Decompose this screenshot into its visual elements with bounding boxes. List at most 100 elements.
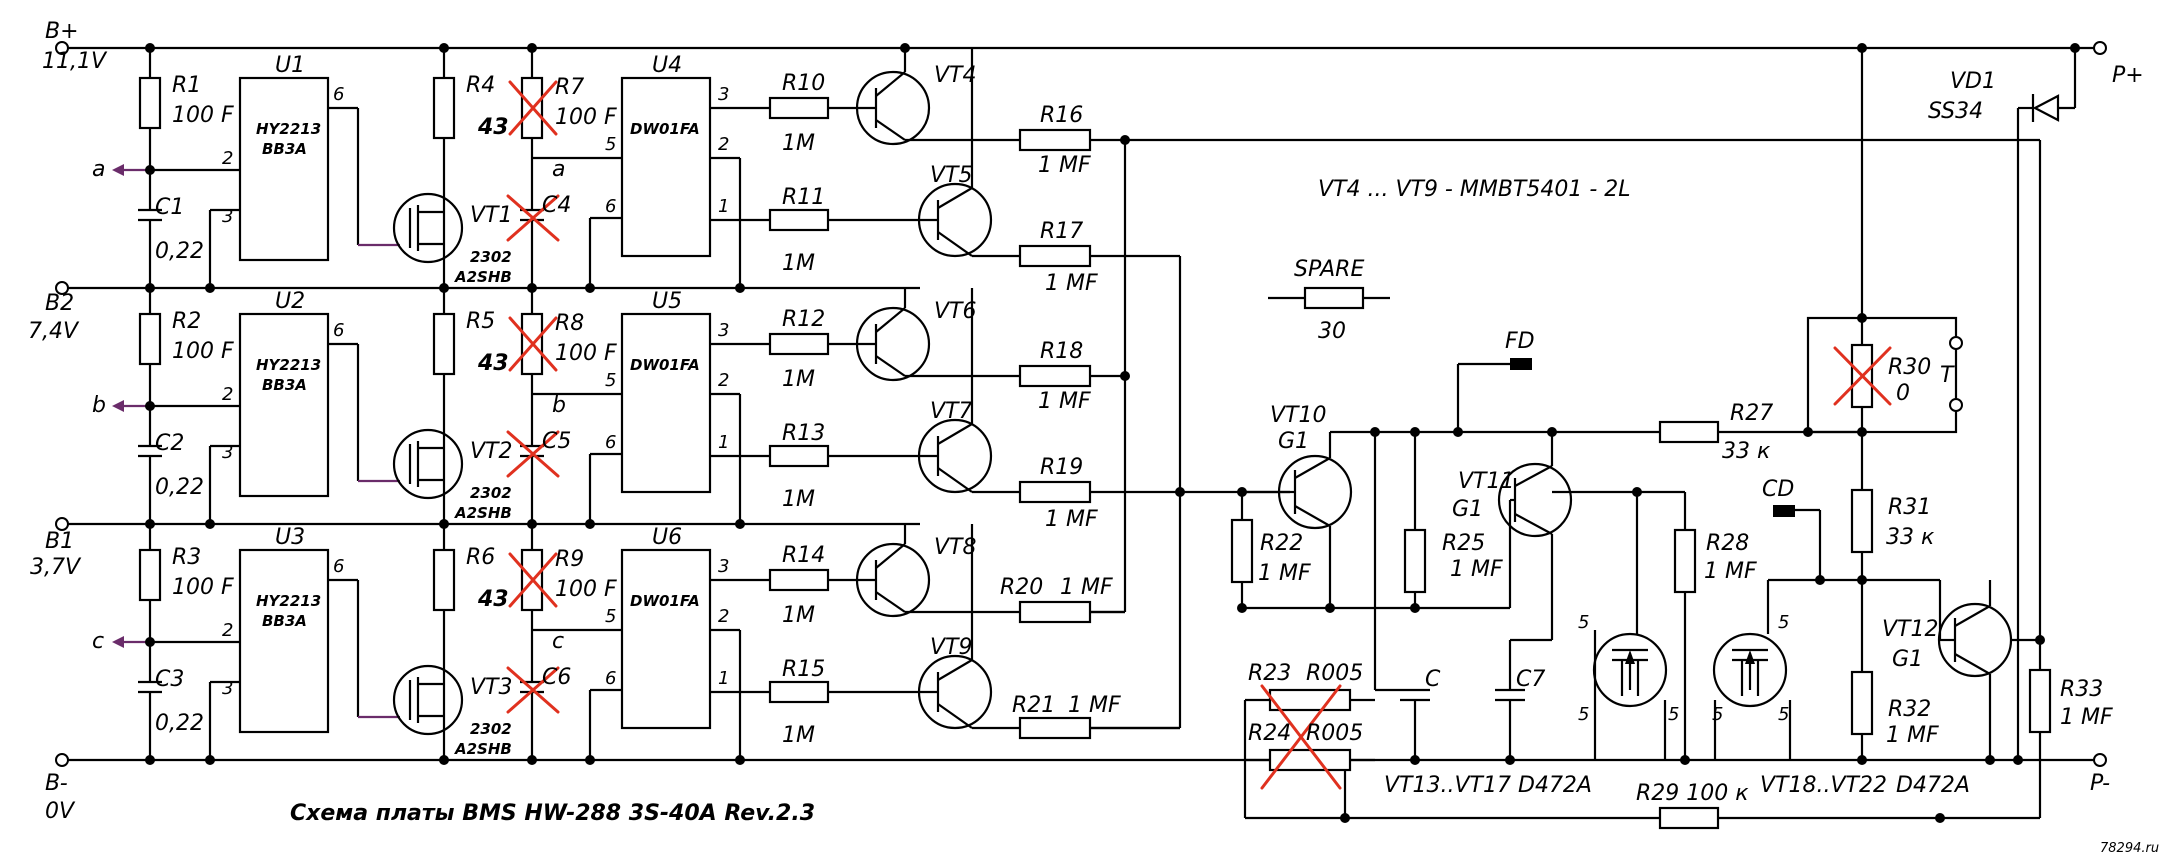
g1-pin5-b: 5 [1578, 704, 1589, 725]
u4-label: U4 [652, 53, 682, 78]
r5-value: 43 [477, 351, 509, 376]
r17-label: R17 [1040, 219, 1083, 244]
watermark: 78294.ru [2100, 841, 2159, 856]
u2-pin2: 2 [222, 384, 233, 405]
g1-pin5-c: 5 [1668, 704, 1679, 725]
r21-label: R21 [1012, 693, 1055, 718]
r5-label: R5 [466, 309, 495, 334]
vt11-label: VT11 [1458, 469, 1514, 494]
r23-value: R005 [1306, 661, 1363, 686]
r12-value: 1M [782, 367, 815, 392]
r4-label: R4 [466, 73, 495, 98]
r21-value: 1 MF [1068, 693, 1121, 718]
c3-label: C3 [155, 667, 184, 692]
u5-pin5: 5 [605, 370, 616, 391]
r9-value: 100 F [555, 577, 617, 602]
vt12-label: VT12 [1882, 617, 1938, 642]
u3-pin6: 6 [333, 556, 344, 577]
u3-pin3: 3 [222, 678, 233, 699]
r19-value: 1 MF [1045, 507, 1098, 532]
r28-value: 1 MF [1704, 559, 1757, 584]
u6-tap-c: c [552, 629, 564, 654]
r24-value: R005 [1306, 721, 1363, 746]
vt10-label: VT10 [1270, 403, 1326, 428]
bplus-label: B+ [45, 19, 79, 44]
c2-label: C2 [155, 431, 184, 456]
c6-label: C6 [542, 665, 571, 690]
u3-chip-line1: HY2213 [256, 592, 321, 610]
r30-value: 0 [1896, 381, 1910, 406]
u5-label: U5 [652, 289, 682, 314]
r3-value: 100 F [172, 575, 234, 600]
bminus-terminal [55, 753, 69, 767]
r1-value: 100 F [172, 103, 234, 128]
r2-label: R2 [172, 309, 201, 334]
r7-label: R7 [555, 75, 584, 100]
pminus-terminal [2093, 753, 2107, 767]
u5-pin1: 1 [718, 432, 729, 453]
bplus-terminal [55, 41, 69, 55]
r29-label: R29 100 к [1636, 781, 1749, 806]
vt10-value: G1 [1278, 429, 1309, 454]
group2-label: VT18..VT22 [1760, 773, 1887, 798]
vt1-part-line2: A2SHB [454, 268, 512, 286]
r27-label: R27 [1730, 401, 1773, 426]
u3-pin2: 2 [222, 620, 233, 641]
u2-pin6: 6 [333, 320, 344, 341]
r14-value: 1M [782, 603, 815, 628]
group1-label: VT13..VT17 [1384, 773, 1511, 798]
r24-label: R24 [1248, 721, 1291, 746]
r31-label: R31 [1888, 495, 1931, 520]
vt2-part-line1: 2302 [470, 484, 512, 502]
r11-value: 1M [782, 251, 815, 276]
cell-block-2 [112, 288, 1180, 529]
vt4-label: VT4 [934, 63, 977, 88]
g1-pin5-a: 5 [1578, 612, 1589, 633]
u4-pin1: 1 [718, 196, 729, 217]
r33-label: R33 [2060, 677, 2103, 702]
t-label: T [1940, 363, 1955, 388]
cd-label: CD [1762, 477, 1794, 502]
u1-pin3: 3 [222, 206, 233, 227]
r2-value: 100 F [172, 339, 234, 364]
r13-value: 1M [782, 487, 815, 512]
r28-label: R28 [1706, 531, 1749, 556]
r31-value: 33 к [1886, 525, 1935, 550]
u4-pin3: 3 [718, 84, 729, 105]
u6-chip: DW01FA [630, 592, 700, 610]
mosfet-group-1 [1592, 492, 1668, 760]
r11-label: R11 [782, 185, 825, 210]
u1-label: U1 [275, 53, 305, 78]
u5-pin6: 6 [605, 432, 616, 453]
r32-value: 1 MF [1886, 723, 1939, 748]
u3-label: U3 [275, 525, 305, 550]
r7-value: 100 F [555, 105, 617, 130]
bminus-voltage: 0V [45, 799, 76, 824]
r6-value: 43 [477, 587, 509, 612]
c4-label: C4 [542, 193, 571, 218]
r12-label: R12 [782, 307, 825, 332]
u6-pin3: 3 [718, 556, 729, 577]
u6-pin6: 6 [605, 668, 616, 689]
g2-pin5-b: 5 [1712, 704, 1723, 725]
r33-value: 1 MF [2060, 705, 2113, 730]
r13-label: R13 [782, 421, 825, 446]
vt6-label: VT6 [934, 299, 977, 324]
r8-label: R8 [555, 311, 584, 336]
c3-value: 0,22 [155, 711, 204, 736]
r23-label: R23 [1248, 661, 1291, 686]
u6-pin1: 1 [718, 668, 729, 689]
c5-label: C5 [542, 429, 571, 454]
vt2-part-line2: A2SHB [454, 504, 512, 522]
r16-value: 1 MF [1038, 153, 1091, 178]
u1-pin2: 2 [222, 148, 233, 169]
vt3-label: VT3 [470, 675, 513, 700]
u1-chip-line1: HY2213 [256, 120, 321, 138]
r25-label: R25 [1442, 531, 1485, 556]
u6-pin5: 5 [605, 606, 616, 627]
b1-label: B1 [45, 529, 74, 554]
schematic-title: Схема платы BMS HW-288 3S-40A Rev.2.3 [290, 801, 815, 826]
b2-label: B2 [45, 291, 74, 316]
vt5-label: VT5 [930, 163, 973, 188]
